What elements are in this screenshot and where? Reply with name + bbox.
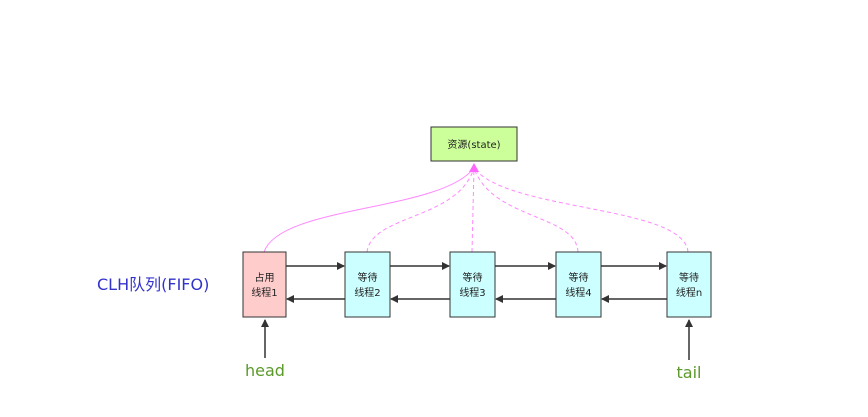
queue-label: CLH队列(FIFO) (97, 275, 209, 294)
link-node-4 (473, 167, 579, 253)
node-3-state: 等待 (463, 271, 483, 284)
link-node-1 (263, 167, 475, 253)
queue-node-n: 等待 线程n (666, 251, 712, 318)
node-links (286, 262, 667, 303)
resource-arrowhead (469, 163, 479, 172)
link-node-2 (366, 167, 475, 253)
queue-node-2: 等待 线程2 (344, 251, 391, 318)
node-2-thread: 线程2 (354, 286, 380, 299)
node-1-state: 占用 (255, 271, 275, 284)
tail-label: tail (677, 363, 702, 382)
head-pointer: head (245, 319, 285, 380)
resource-links (263, 163, 689, 253)
tail-pointer: tail (677, 319, 702, 382)
head-label: head (245, 361, 285, 380)
node-n-state: 等待 (679, 271, 699, 284)
queue-node-3: 等待 线程3 (449, 251, 496, 318)
node-2-state: 等待 (358, 271, 378, 284)
queue-node-4: 等待 线程4 (555, 251, 602, 318)
link-node-n (473, 167, 689, 253)
queue-node-1: 占用 线程1 (242, 251, 287, 318)
resource-box: 资源(state) (430, 126, 518, 162)
node-4-state: 等待 (569, 271, 589, 284)
node-n-thread: 线程n (676, 286, 702, 299)
node-4-thread: 线程4 (565, 286, 591, 299)
link-node-3 (471, 167, 475, 253)
node-1-thread: 线程1 (251, 286, 277, 299)
node-3-thread: 线程3 (459, 286, 485, 299)
resource-label: 资源(state) (447, 138, 500, 151)
